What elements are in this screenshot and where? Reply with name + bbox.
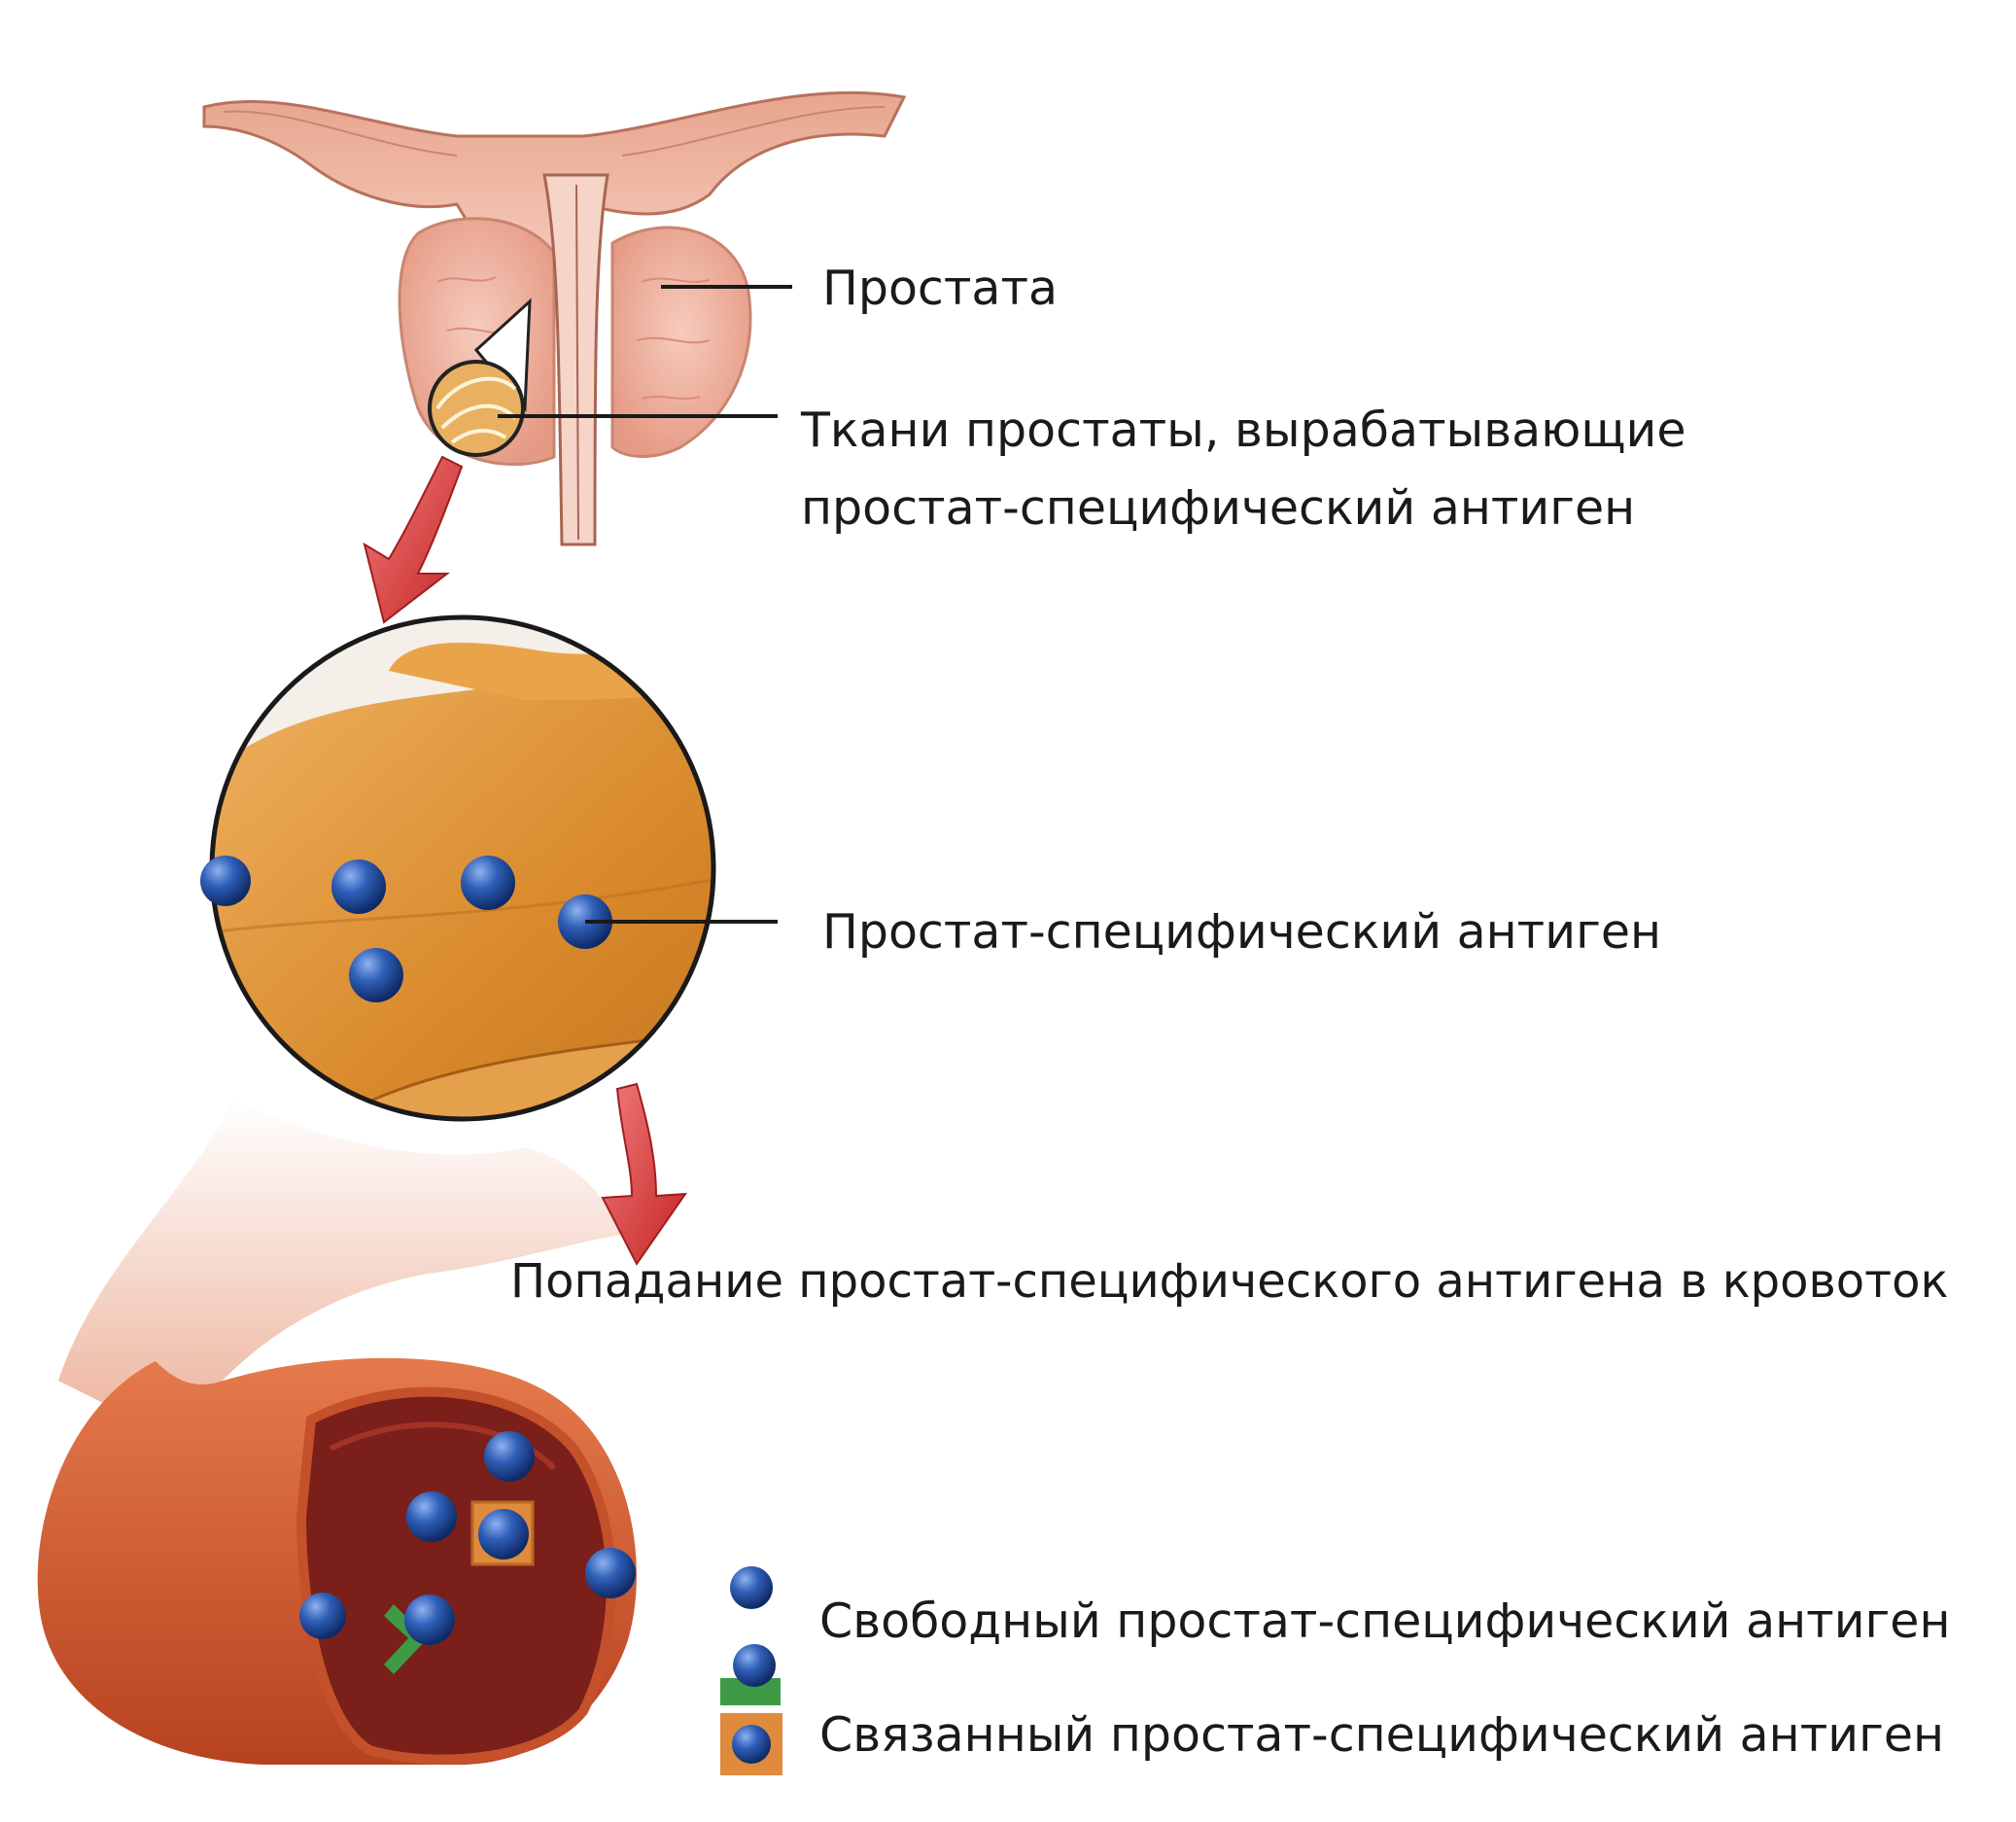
legend-free-label: Свободный простат-специфический антиген: [819, 1588, 1951, 1656]
arrow-to-zoom: [365, 457, 462, 622]
label-psa: Простат-специфический антиген: [822, 898, 1661, 966]
legend-free-icon: [730, 1566, 773, 1609]
legend-bound-green-molecule: [733, 1644, 776, 1687]
psa-molecule: [404, 1594, 455, 1645]
psa-molecule: [478, 1509, 529, 1559]
psa-molecule: [299, 1593, 346, 1639]
psa-molecule: [461, 856, 515, 910]
arrow-to-vessel: [603, 1084, 685, 1264]
psa-molecule: [200, 856, 251, 906]
blood-vessel: [38, 1358, 637, 1765]
psa-molecule: [331, 859, 386, 914]
psa-molecule: [484, 1431, 535, 1482]
psa-molecule: [349, 948, 403, 1002]
psa-molecule: [406, 1491, 457, 1542]
psa-molecule: [585, 1548, 636, 1598]
legend-bound-orange-molecule: [732, 1725, 771, 1764]
label-bloodstream: Попадание простат-специфического антиген…: [510, 1247, 1949, 1315]
legend-bound-label: Связанный простат-специфический антиген: [819, 1701, 1944, 1769]
label-tissue-line2: простат-специфический антиген: [801, 474, 1635, 543]
label-prostate: Простата: [822, 255, 1058, 323]
legend-icons: [720, 1566, 782, 1775]
label-tissue-line1: Ткани простаты, вырабатывающие: [801, 397, 1686, 465]
